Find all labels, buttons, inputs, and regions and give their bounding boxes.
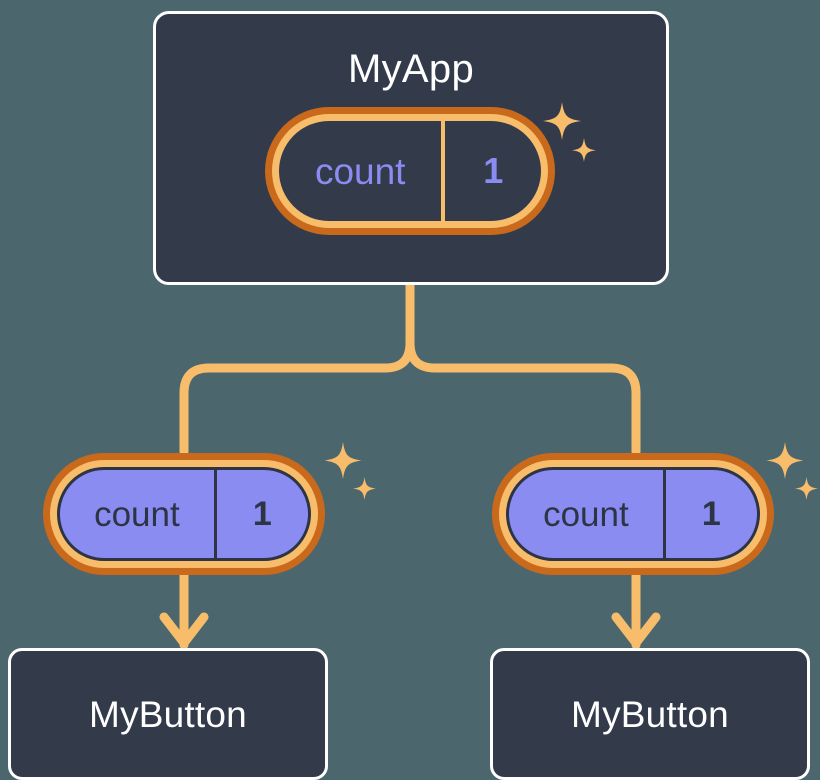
sparkles-icon [324, 442, 376, 500]
root-state-key: count [314, 150, 406, 192]
arrow-right-head [611, 612, 661, 648]
connector-root-to-right-child [405, 280, 641, 457]
pill-outer-ring: count 1 [492, 453, 774, 575]
pill-inner-ring: count 1 [499, 460, 767, 568]
leaf-node-label-right: MyButton [571, 693, 729, 735]
child-state-key-left: count [94, 494, 180, 534]
child-state-pill-right[interactable]: count 1 [492, 453, 774, 575]
pill-outer-ring: count 1 [43, 453, 325, 575]
pill-face: count 1 [506, 467, 760, 561]
child-state-value-right: 1 [662, 470, 757, 558]
leaf-node-label-left: MyButton [89, 693, 247, 735]
child-state-value-left: 1 [213, 470, 308, 558]
child-state-key-right: count [543, 494, 629, 534]
pill-face: count 1 [279, 121, 541, 221]
child-state-pill-left[interactable]: count 1 [43, 453, 325, 575]
connector-root-to-left-child [179, 280, 415, 457]
leaf-node-mybutton-left[interactable]: MyButton [8, 648, 328, 780]
root-state-pill[interactable]: count 1 [265, 107, 555, 235]
leaf-node-mybutton-right[interactable]: MyButton [490, 648, 810, 780]
arrow-left-head [159, 612, 209, 648]
pill-inner-ring: count 1 [50, 460, 318, 568]
root-state-value: 1 [441, 121, 541, 221]
root-node-title: MyApp [348, 47, 474, 91]
pill-inner-ring: count 1 [272, 114, 548, 228]
pill-face: count 1 [57, 467, 311, 561]
pill-outer-ring: count 1 [265, 107, 555, 235]
